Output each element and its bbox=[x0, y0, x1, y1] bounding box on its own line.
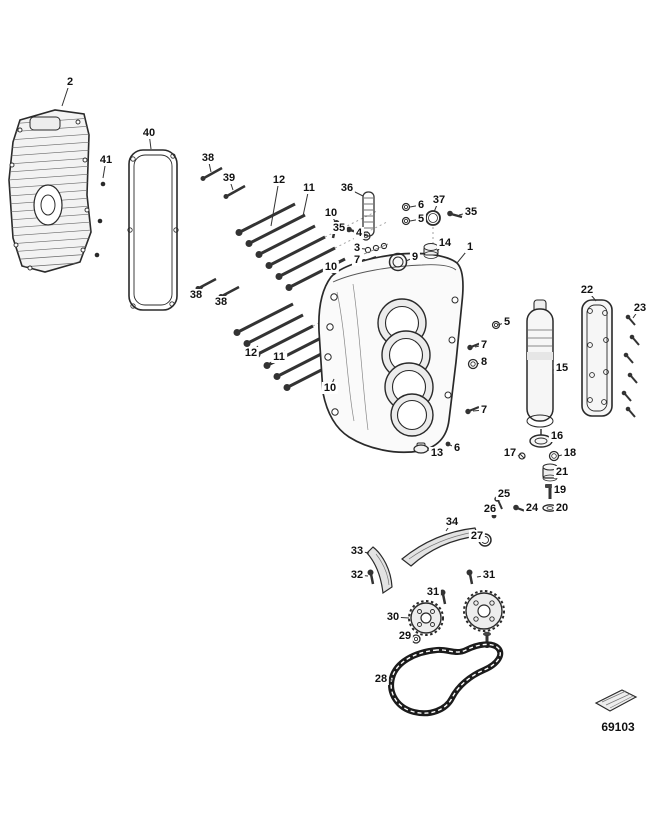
bolt-35-right bbox=[447, 210, 463, 219]
screws-23 bbox=[621, 314, 640, 418]
bolt-group-upper-12-11 bbox=[235, 202, 346, 291]
bolt-7-right-upper bbox=[467, 341, 482, 351]
bolt-24 bbox=[513, 504, 529, 514]
camshaft-sprocket-right bbox=[463, 590, 505, 648]
part-14-filler-cap bbox=[423, 243, 439, 259]
bolt-19 bbox=[545, 484, 555, 499]
figure-number: 69103 bbox=[601, 720, 635, 734]
part-33-tensioner-arm bbox=[366, 546, 393, 595]
oring-27 bbox=[478, 533, 492, 547]
bolt-31-mid bbox=[439, 589, 447, 605]
part-9-port-oring bbox=[388, 252, 408, 272]
part-40-cover-gasket bbox=[127, 149, 179, 311]
corner-clip-part bbox=[594, 689, 638, 712]
part-21-bushing bbox=[542, 463, 558, 482]
cylinder-bores bbox=[377, 298, 434, 437]
plug-6 bbox=[401, 202, 411, 212]
part-36-chain-strip bbox=[362, 191, 375, 237]
part-28-timing-chain bbox=[388, 641, 504, 717]
oring-18 bbox=[548, 450, 560, 462]
plug-8 bbox=[467, 358, 479, 370]
washer-20 bbox=[542, 504, 558, 512]
part-1-cylinder-block bbox=[318, 252, 464, 454]
washer-29 bbox=[411, 634, 421, 644]
camshaft-sprocket-left bbox=[408, 600, 444, 636]
part-37-oring bbox=[425, 210, 441, 246]
part-34-chain-guide bbox=[401, 527, 479, 567]
pin-26 bbox=[491, 513, 497, 519]
part-15-filter-cylinder bbox=[526, 299, 554, 428]
fasteners-41-screws bbox=[94, 181, 106, 258]
screw-17 bbox=[518, 452, 526, 460]
part-16-cup bbox=[529, 429, 553, 448]
plug-5 bbox=[401, 216, 411, 226]
cap-13 bbox=[413, 442, 429, 454]
part-22-end-plate bbox=[581, 299, 613, 417]
part-2-end-cover bbox=[8, 109, 92, 273]
part-3-pin-set bbox=[363, 242, 389, 255]
bolt-32 bbox=[367, 569, 375, 585]
bolt-7-right-lower bbox=[465, 405, 480, 415]
bolt-31-right bbox=[466, 569, 474, 585]
pin-6 bbox=[445, 441, 451, 447]
